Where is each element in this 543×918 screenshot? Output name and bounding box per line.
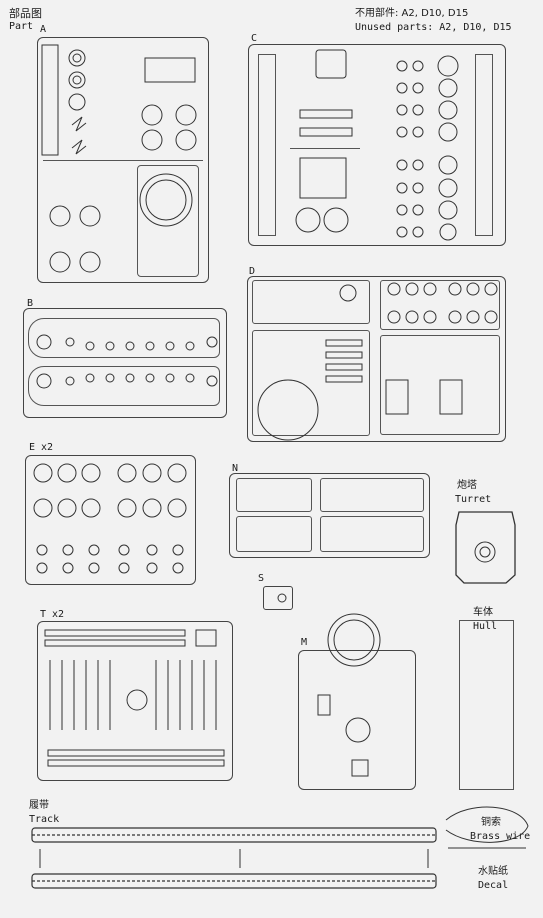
sprue-a-plate: [144, 57, 196, 83]
sprue-a[interactable]: [37, 37, 209, 283]
sprue-m-label: M: [301, 637, 308, 648]
sprue-e[interactable]: [25, 455, 196, 585]
sprue-s[interactable]: [263, 586, 293, 610]
sprue-a-sprocket: [79, 205, 101, 227]
sprue-d[interactable]: [247, 276, 506, 442]
sprue-c-idler: [295, 207, 321, 233]
sprue-b[interactable]: [23, 308, 227, 418]
sprue-a-road-wheel: [175, 129, 197, 151]
sprue-a-ring: [68, 49, 86, 67]
sprue-m-part: [317, 694, 331, 716]
sprue-a-sprocket: [49, 205, 71, 227]
turret-mantlet: [474, 541, 496, 563]
sprue-a-turret-ring-inner: [145, 179, 187, 221]
unused-parts-cn: 不用部件: A2, D10, D15: [355, 8, 469, 19]
sprue-c-bar: [299, 127, 353, 137]
sprue-a-zigzag-part: [71, 139, 87, 155]
sprue-m-part: [351, 759, 369, 777]
sprue-b-side-upper: [28, 318, 220, 358]
sprue-n-panel-4: [320, 516, 424, 552]
sprue-m-turret-ring: [327, 613, 381, 667]
sprue-t-link-rows: [44, 629, 225, 767]
sprue-a-turret-ring: [139, 173, 193, 227]
sprue-a-arm-strip: [41, 44, 59, 156]
sprue-d-top-box: [252, 280, 370, 324]
decal-label-cn: 水贴纸: [478, 866, 508, 877]
sprue-d-cupola: [339, 284, 357, 302]
sprue-b-bogies: [36, 334, 218, 389]
sprue-c[interactable]: [248, 44, 506, 246]
sprue-m[interactable]: [298, 650, 416, 790]
sprue-c-track-guard-left: [258, 54, 276, 236]
sprue-d-wheels: [387, 282, 498, 324]
sprue-n-panel-2: [320, 478, 424, 512]
sprue-c-bar: [299, 109, 353, 119]
sprue-a-label: A: [40, 24, 47, 35]
sprue-a-road-wheel: [141, 129, 163, 151]
sprue-s-label: S: [258, 573, 265, 584]
hull-label-en: Hull: [473, 621, 498, 632]
sprue-a-ring-inner: [72, 53, 82, 63]
sprue-d-ring-box: [252, 330, 370, 436]
sprue-n-panel-3: [236, 516, 312, 552]
sprue-c-track-guard-right: [475, 54, 493, 236]
sprue-m-part-ring: [345, 717, 371, 743]
track-label-cn: 履带: [29, 800, 49, 811]
sprue-d-label: D: [249, 266, 256, 277]
sprue-n-panel-1: [236, 478, 312, 512]
sprue-d-turret-ring: [257, 379, 319, 441]
sprue-t[interactable]: [37, 621, 233, 781]
sprue-a-sprocket: [79, 251, 101, 273]
sprue-a-hull-bottom: [137, 165, 199, 277]
sprue-d-plate-box: [380, 335, 500, 435]
track-label-en: Track: [29, 814, 60, 825]
sprue-c-divider: [290, 148, 360, 150]
sprue-c-engine-deck: [299, 157, 347, 199]
sprue-a-road-wheel: [141, 104, 163, 126]
turret-label-cn: 炮塔: [457, 480, 477, 491]
sprue-c-label: C: [251, 33, 258, 44]
sprue-n[interactable]: [229, 473, 430, 558]
sprue-m-turret-ring-inner: [333, 619, 375, 661]
sprue-b-side-lower: [28, 366, 220, 406]
parts-title-cn: 部品图: [9, 7, 42, 20]
turret-label-en: Turret: [455, 494, 492, 505]
sprue-c-wheel-pairs: [396, 60, 424, 238]
sprue-a-ring: [68, 71, 86, 89]
sprue-n-label: N: [232, 463, 239, 474]
sprue-c-idler: [323, 207, 349, 233]
sprue-a-zigzag-part: [71, 116, 87, 132]
sprue-a-sprocket: [49, 251, 71, 273]
sprue-s-part: [277, 593, 287, 603]
sprue-d-plate: [439, 379, 463, 415]
sprue-t-gate: [126, 689, 148, 711]
sprue-e-small-wheels: [36, 544, 184, 574]
brass-wire-label-cn: 铜索: [481, 817, 501, 828]
brass-wire-coil: [445, 806, 529, 843]
sprue-d-plate: [385, 379, 409, 415]
sprue-a-divider: [43, 160, 203, 162]
sprue-c-wheel-column: [437, 55, 459, 241]
sprue-e-road-wheels: [33, 463, 187, 518]
sprue-b-label: B: [27, 298, 34, 309]
track-runs: [31, 827, 437, 889]
sprue-t-label: T x2: [40, 609, 65, 620]
sprue-a-ring: [68, 93, 86, 111]
turret-assembly: [455, 511, 516, 584]
decal-label-en: Decal: [478, 880, 509, 891]
hull-assembly: [459, 620, 514, 790]
sprue-a-ring-inner: [72, 75, 82, 85]
sprue-e-label: E x2: [29, 442, 54, 453]
sprue-t-link-columns: [49, 660, 217, 730]
unused-parts-en: Unused parts: A2, D10, D15: [355, 22, 512, 33]
sprue-c-hatch: [315, 49, 347, 79]
turret-gun-barrel: [479, 546, 491, 558]
sprue-a-road-wheel: [175, 104, 197, 126]
parts-title-en: Part: [9, 21, 34, 32]
brass-wire-label-en: Brass wire: [470, 831, 531, 842]
sprue-d-wheel-box: [380, 280, 500, 330]
hull-label-cn: 车体: [473, 607, 493, 618]
sprue-d-track-links: [325, 339, 363, 383]
